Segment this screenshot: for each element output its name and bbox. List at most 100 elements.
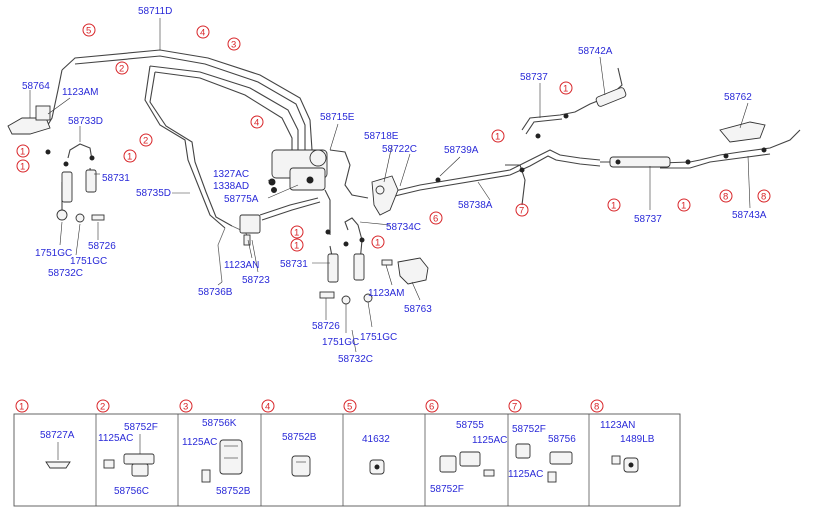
legend-part-58752F: 58752F <box>430 484 464 495</box>
label-58735D: 58735D <box>136 188 171 199</box>
svg-text:5: 5 <box>86 26 91 37</box>
bolt-icon <box>103 459 115 469</box>
bolts-center <box>319 291 373 305</box>
legend-part-1125AC: 1125AC <box>182 437 217 448</box>
clamp-icon <box>291 455 311 477</box>
svg-text:1: 1 <box>681 201 686 212</box>
label-58764: 58764 <box>22 81 50 92</box>
svg-text:2: 2 <box>143 136 148 147</box>
svg-text:1: 1 <box>563 84 568 95</box>
svg-text:2: 2 <box>100 402 105 413</box>
svg-text:8: 8 <box>761 192 766 203</box>
label-58763: 58763 <box>404 304 432 315</box>
joint-58718E <box>371 175 399 216</box>
legend-part-58752F: 58752F <box>512 424 546 435</box>
callout-2: 2 <box>115 61 129 75</box>
callout-markers: 5 4 3 2 4 2 1 1 1 1 1 1 1 1 1 1 6 7 8 8 <box>16 23 771 252</box>
brake-pipe-bundle <box>45 49 801 283</box>
svg-text:1: 1 <box>611 201 616 212</box>
svg-text:1: 1 <box>294 241 299 252</box>
label-58737: 58737 <box>634 214 662 225</box>
label-58723: 58723 <box>242 275 270 286</box>
legend-part-1125AC: 1125AC <box>508 469 543 480</box>
label-58732C: 58732C <box>48 268 83 279</box>
hose-left-58731 <box>61 169 97 203</box>
legend-num-5: 5 <box>343 399 357 413</box>
legend-num-3: 3 <box>179 399 193 413</box>
label-1123AM: 1123AM <box>62 87 99 98</box>
label-58732C: 58732C <box>338 354 373 365</box>
legend-part-58756C: 58756C <box>114 486 149 497</box>
clip-58723 <box>239 214 261 246</box>
clip-icon <box>45 461 71 469</box>
svg-text:1: 1 <box>20 162 25 173</box>
label-58734C: 58734C <box>386 222 421 233</box>
svg-text:1: 1 <box>495 132 500 143</box>
label-1123AM: 1123AM <box>368 288 405 299</box>
callout-1: 1 <box>290 238 304 252</box>
legend-part-58752F: 58752F <box>124 422 158 433</box>
svg-text:7: 7 <box>512 402 517 413</box>
svg-text:6: 6 <box>429 402 434 413</box>
svg-text:4: 4 <box>200 28 205 39</box>
callout-1: 1 <box>677 198 691 212</box>
callout-3: 3 <box>227 37 241 51</box>
label-1751GC: 1751GC <box>35 248 72 259</box>
callout-6: 6 <box>429 211 443 225</box>
legend-part-58756K: 58756K <box>202 418 237 429</box>
pipe-junction-dots <box>45 113 767 247</box>
callout-2: 2 <box>139 133 153 147</box>
svg-text:1: 1 <box>375 238 380 249</box>
svg-text:4: 4 <box>254 118 259 129</box>
label-58762: 58762 <box>724 92 752 103</box>
legend-part-58752B: 58752B <box>282 432 317 443</box>
label-1327AC: 1327AC <box>213 169 249 180</box>
master-cylinder-valve <box>271 149 328 191</box>
label-58726: 58726 <box>312 321 340 332</box>
callout-1: 1 <box>559 81 573 95</box>
label-1751GC: 1751GC <box>70 256 107 267</box>
legend-part-1123AN: 1123AN <box>600 420 635 431</box>
legend-part-1125AC: 1125AC <box>472 435 507 446</box>
label-58742A: 58742A <box>578 46 613 57</box>
bolt-icon <box>201 469 211 483</box>
callout-8: 8 <box>719 189 733 203</box>
legend-part-41632: 41632 <box>362 434 390 445</box>
legend-num-1: 1 <box>15 399 29 413</box>
svg-text:1: 1 <box>127 152 132 163</box>
label-58715E: 58715E <box>320 112 355 123</box>
clamp-icon <box>515 443 531 459</box>
callout-4: 4 <box>250 115 264 129</box>
label-1123AN: 1123AN <box>224 260 259 271</box>
callout-1: 1 <box>123 149 137 163</box>
legend-part-1489LB: 1489LB <box>620 434 655 445</box>
callout-1: 1 <box>16 144 30 158</box>
svg-text:8: 8 <box>594 402 599 413</box>
label-1751GC: 1751GC <box>322 337 359 348</box>
svg-text:4: 4 <box>265 402 270 413</box>
label-58736B: 58736B <box>198 287 233 298</box>
label-58775A: 58775A <box>224 194 259 205</box>
label-58726: 58726 <box>88 241 116 252</box>
hose-center-58731 <box>327 253 365 283</box>
label-58733D: 58733D <box>68 116 103 127</box>
callout-1: 1 <box>290 225 304 239</box>
callout-8: 8 <box>757 189 771 203</box>
svg-text:2: 2 <box>119 64 124 75</box>
legend-num-4: 4 <box>261 399 275 413</box>
label-58743A: 58743A <box>732 210 767 221</box>
clamp-icon <box>123 453 155 465</box>
hose-right-58737 <box>609 156 671 168</box>
callout-1: 1 <box>16 159 30 173</box>
label-58737: 58737 <box>520 72 548 83</box>
label-58739A: 58739A <box>444 145 479 156</box>
callout-1: 1 <box>491 129 505 143</box>
label-58731: 58731 <box>280 259 308 270</box>
svg-text:8: 8 <box>723 192 728 203</box>
legend-num-7: 7 <box>508 399 522 413</box>
label-58738A: 58738A <box>458 200 493 211</box>
callout-1: 1 <box>607 198 621 212</box>
bracket-58763 <box>381 257 429 285</box>
callout-5: 5 <box>82 23 96 37</box>
